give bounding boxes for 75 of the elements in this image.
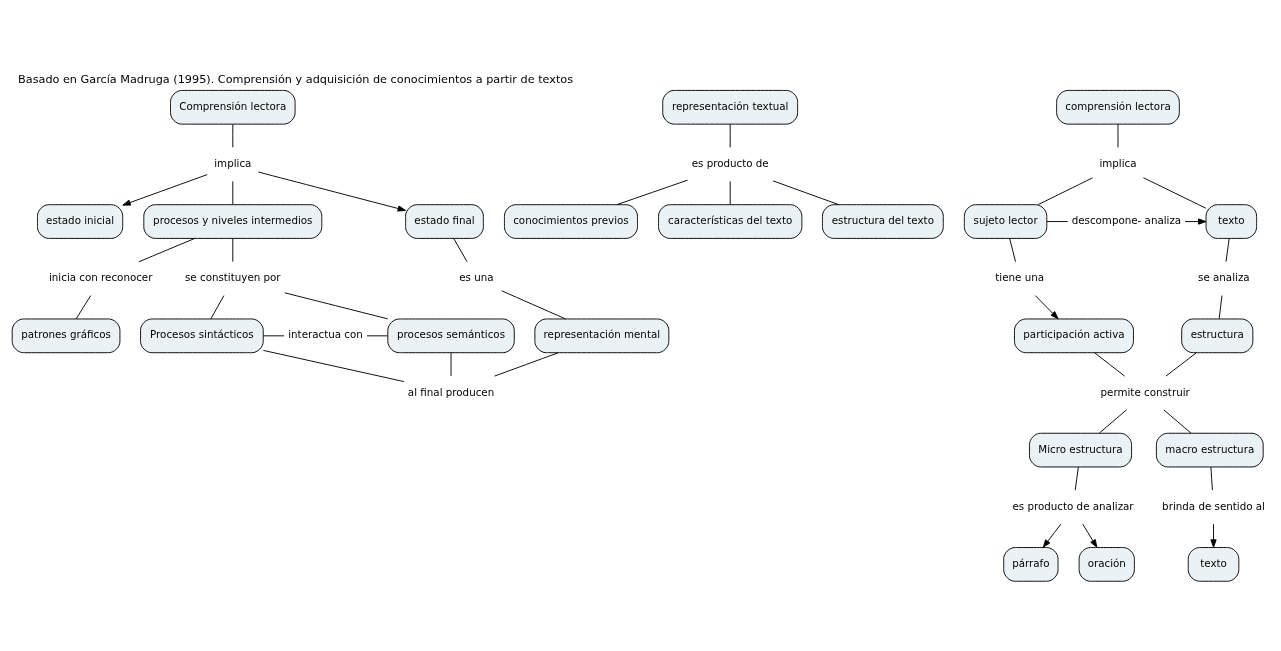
node-box: estado final	[405, 203, 484, 239]
connector	[75, 294, 92, 319]
node-box: macro estructura	[1155, 432, 1264, 467]
connector	[138, 237, 196, 262]
node-box: características del texto	[658, 203, 803, 239]
connector	[1098, 408, 1127, 433]
node-text: brinda de sentido al	[1162, 499, 1265, 512]
arrow	[1034, 294, 1059, 319]
connector	[1210, 466, 1213, 491]
node-text: permite construir	[1100, 385, 1190, 398]
node-box: texto	[1205, 203, 1258, 239]
connector	[1037, 176, 1093, 205]
connector	[1163, 408, 1192, 433]
connector	[232, 123, 234, 148]
node-box: estructura del texto	[822, 203, 944, 239]
connector	[1009, 237, 1016, 262]
connector	[232, 180, 234, 205]
node-text: es producto de	[691, 156, 769, 169]
node-box: participación activa	[1014, 318, 1134, 353]
connector	[284, 291, 389, 319]
connector	[1218, 294, 1223, 319]
connector	[1094, 351, 1126, 377]
connector	[263, 334, 285, 336]
arrow	[1184, 217, 1207, 225]
node-text: se constituyen por	[185, 270, 281, 283]
connector	[263, 349, 405, 382]
arrow	[1210, 523, 1217, 548]
connector	[616, 179, 688, 205]
connector	[1225, 237, 1230, 262]
node-box: sujeto lector	[963, 203, 1048, 239]
connector	[1165, 351, 1197, 377]
diagram-title: Basado en García Madruga (1995). Comprensión y adquisición de conocimientos a partir de textos	[18, 72, 574, 86]
connector	[366, 334, 389, 336]
node-text: se analiza	[1198, 270, 1250, 283]
connector	[1074, 466, 1079, 491]
node-text: es producto de analizar	[1012, 499, 1134, 512]
node-text: es una	[459, 270, 494, 283]
node-box: estructura	[1181, 318, 1254, 353]
arrow	[1082, 523, 1098, 548]
connector	[494, 351, 559, 377]
arrow	[1042, 523, 1062, 548]
node-text: implica	[214, 156, 252, 169]
node-text: implica	[1099, 156, 1137, 169]
connector	[1046, 220, 1069, 222]
node-text: descompone- analiza	[1071, 213, 1182, 226]
node-text: interactua con	[288, 327, 363, 340]
node-box: estado inicial	[37, 203, 124, 239]
node-box: representación mental	[534, 318, 670, 353]
node-text: al final producen	[407, 385, 495, 398]
node-text: tiene una	[995, 270, 1044, 283]
node-box: procesos semánticos	[387, 318, 515, 353]
node-box: Comprensión lectora	[170, 89, 296, 125]
connector	[232, 237, 234, 262]
node-box: Micro estructura	[1029, 432, 1133, 467]
connector	[1117, 123, 1119, 148]
node-box: representación textual	[662, 89, 799, 125]
connector	[210, 294, 225, 319]
connector	[453, 237, 468, 262]
arrow	[122, 173, 208, 206]
connector	[1142, 176, 1207, 209]
connector	[772, 179, 840, 205]
node-text: inicia con reconocer	[48, 270, 153, 283]
connector	[501, 289, 566, 319]
connector	[729, 180, 731, 205]
node-box: patrones gráficos	[11, 318, 121, 353]
connector	[729, 123, 731, 148]
arrow	[257, 171, 407, 212]
node-box: comprensión lectora	[1056, 89, 1180, 125]
node-box: oración	[1078, 546, 1135, 582]
node-box: conocimientos previos	[503, 203, 638, 239]
node-box: texto	[1187, 546, 1240, 582]
node-box: párrafo	[1003, 546, 1059, 582]
node-box: Procesos sintácticos	[140, 318, 264, 353]
node-box: procesos y niveles intermedios	[143, 203, 323, 239]
connector	[450, 351, 452, 376]
